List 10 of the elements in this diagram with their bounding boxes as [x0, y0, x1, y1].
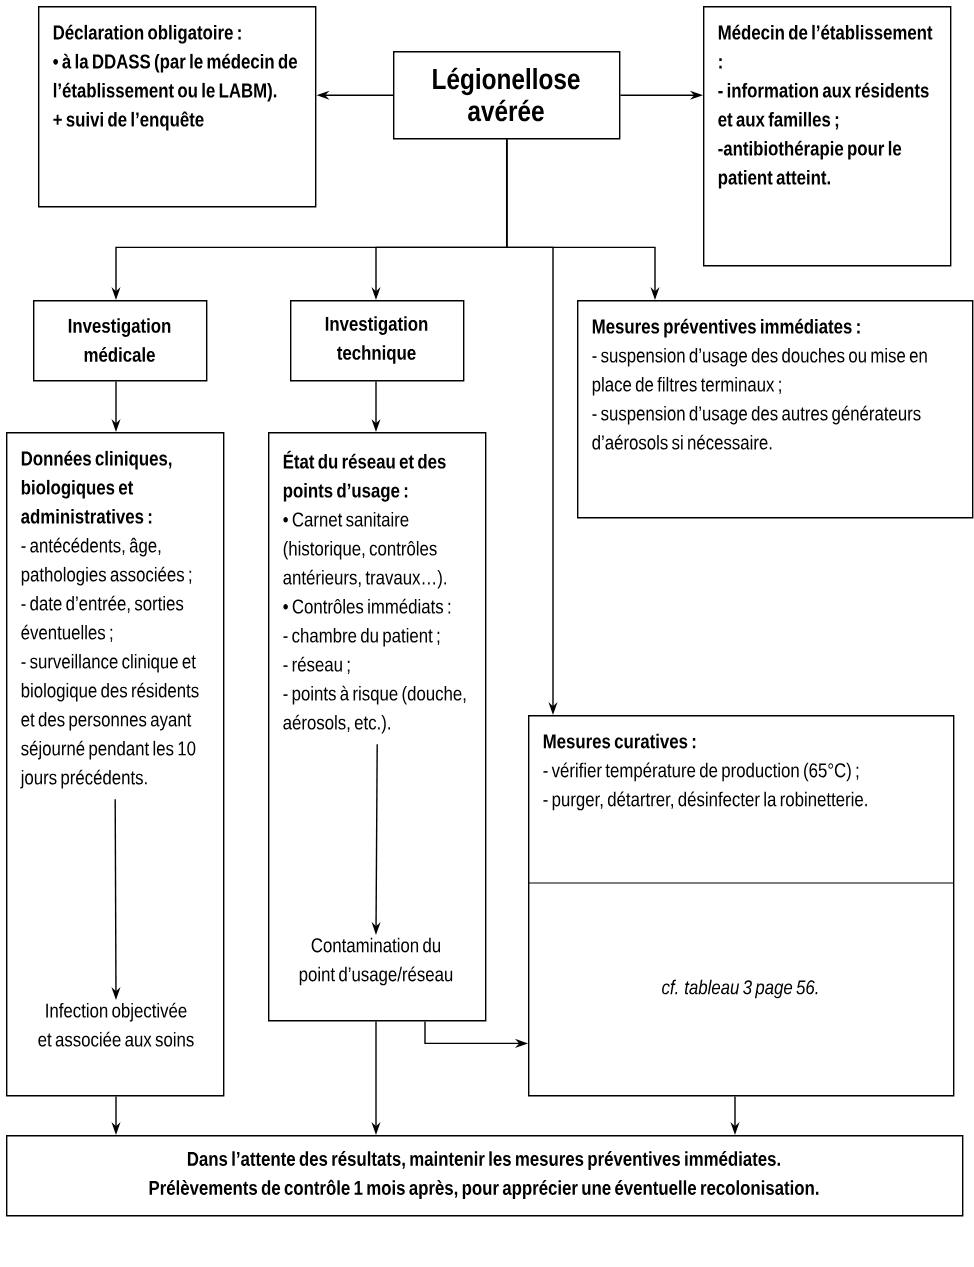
outcome-text: Contamination du point d’usage/réseau	[299, 937, 453, 986]
info-box: Médecin de l’établissement : - information aux résidents et aux familles ; -antibiothérapie pour le patient atteint.	[703, 6, 952, 267]
process-box: Investigation technique	[290, 300, 465, 382]
process-box: Investigation médicale	[33, 300, 208, 382]
outcome-text: Infection objectivée et associée aux soins	[38, 1002, 194, 1047]
process-box: Légionellose avérée	[393, 51, 621, 140]
info-box: Mesures curatives : - vérifier température de production (65°C) ; - purger, détartrer, désinfecter la robinetterie. cf. tableau 3 page 56.	[527, 715, 955, 1097]
info-box: Déclaration obligatoire : • à la DDASS (par le médecin de l’établissement ou le LABM). + suivi de l’enquête	[38, 6, 317, 208]
info-box: Mesures préventives immédiates : - suspension d’usage des douches ou mise en place de filtres terminaux ; - suspension d’usage des autres générateurs d’aérosols si nécessaire.	[577, 300, 974, 519]
conclusion-box: Dans l’attente des résultats, maintenir les mesures préventives immédiates. Prélèvements de contrôle 1 mois après, pour apprécier une éventuelle recolonisation.	[6, 1135, 964, 1217]
